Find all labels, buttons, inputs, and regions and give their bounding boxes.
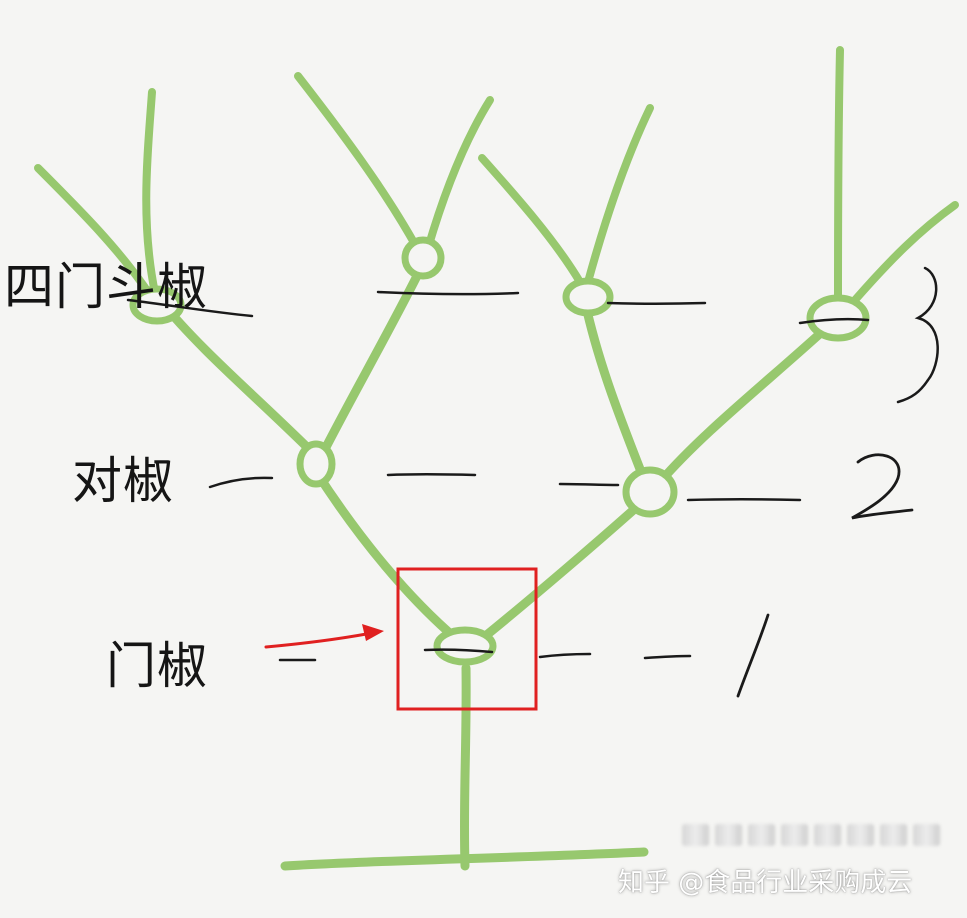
node-level2-left — [296, 440, 336, 488]
numeral-2-stroke — [851, 453, 914, 520]
twig-c2 — [584, 104, 654, 286]
numeral-1-stroke — [736, 613, 770, 698]
guide-l2-b — [386, 473, 477, 477]
twig-b1 — [294, 72, 421, 252]
red-arrow-shaft — [264, 631, 374, 649]
node-level4-d — [806, 294, 870, 342]
node-level1 — [433, 626, 497, 666]
branch-right-level1 — [473, 492, 653, 647]
twig-d1 — [834, 46, 844, 304]
guide-l4-c — [606, 301, 707, 305]
guide-l1-c — [538, 652, 592, 659]
guide-l4-a — [126, 298, 254, 318]
twig-d2 — [851, 201, 959, 304]
highlight-box — [396, 567, 538, 711]
guide-l4-d — [798, 317, 870, 325]
label-sidoujiao: 四门斗椒 — [4, 258, 208, 316]
guide-l2-d — [686, 498, 802, 502]
zhihu-watermark: 知乎 @食品行业采购成云 — [618, 868, 913, 898]
blurred-caption — [682, 824, 940, 846]
guide-l4-b — [376, 290, 520, 296]
guide-l1-d — [643, 654, 692, 660]
label-menjiao: 门椒 — [106, 637, 208, 695]
main-stem — [459, 663, 471, 871]
node-level4-b — [401, 236, 445, 280]
twig-a2 — [142, 88, 159, 297]
node-level2-right — [622, 466, 678, 518]
guide-l2-a — [208, 476, 274, 489]
twig-b2 — [424, 96, 494, 252]
branch-left-left — [155, 295, 320, 460]
ground-line — [280, 847, 649, 871]
bracket-level3 — [896, 266, 939, 404]
guide-l2-c — [558, 482, 620, 487]
label-duijiao: 对椒 — [72, 452, 174, 510]
branch-left-level1 — [310, 465, 465, 647]
twig-a1 — [34, 164, 154, 299]
red-arrow-head — [362, 624, 384, 641]
branch-left-right — [317, 265, 425, 460]
guide-l1-b — [423, 648, 494, 654]
branch-right-right — [655, 315, 840, 487]
twig-c1 — [478, 154, 584, 286]
branch-right-left — [580, 297, 650, 487]
node-level4-c — [562, 277, 614, 317]
